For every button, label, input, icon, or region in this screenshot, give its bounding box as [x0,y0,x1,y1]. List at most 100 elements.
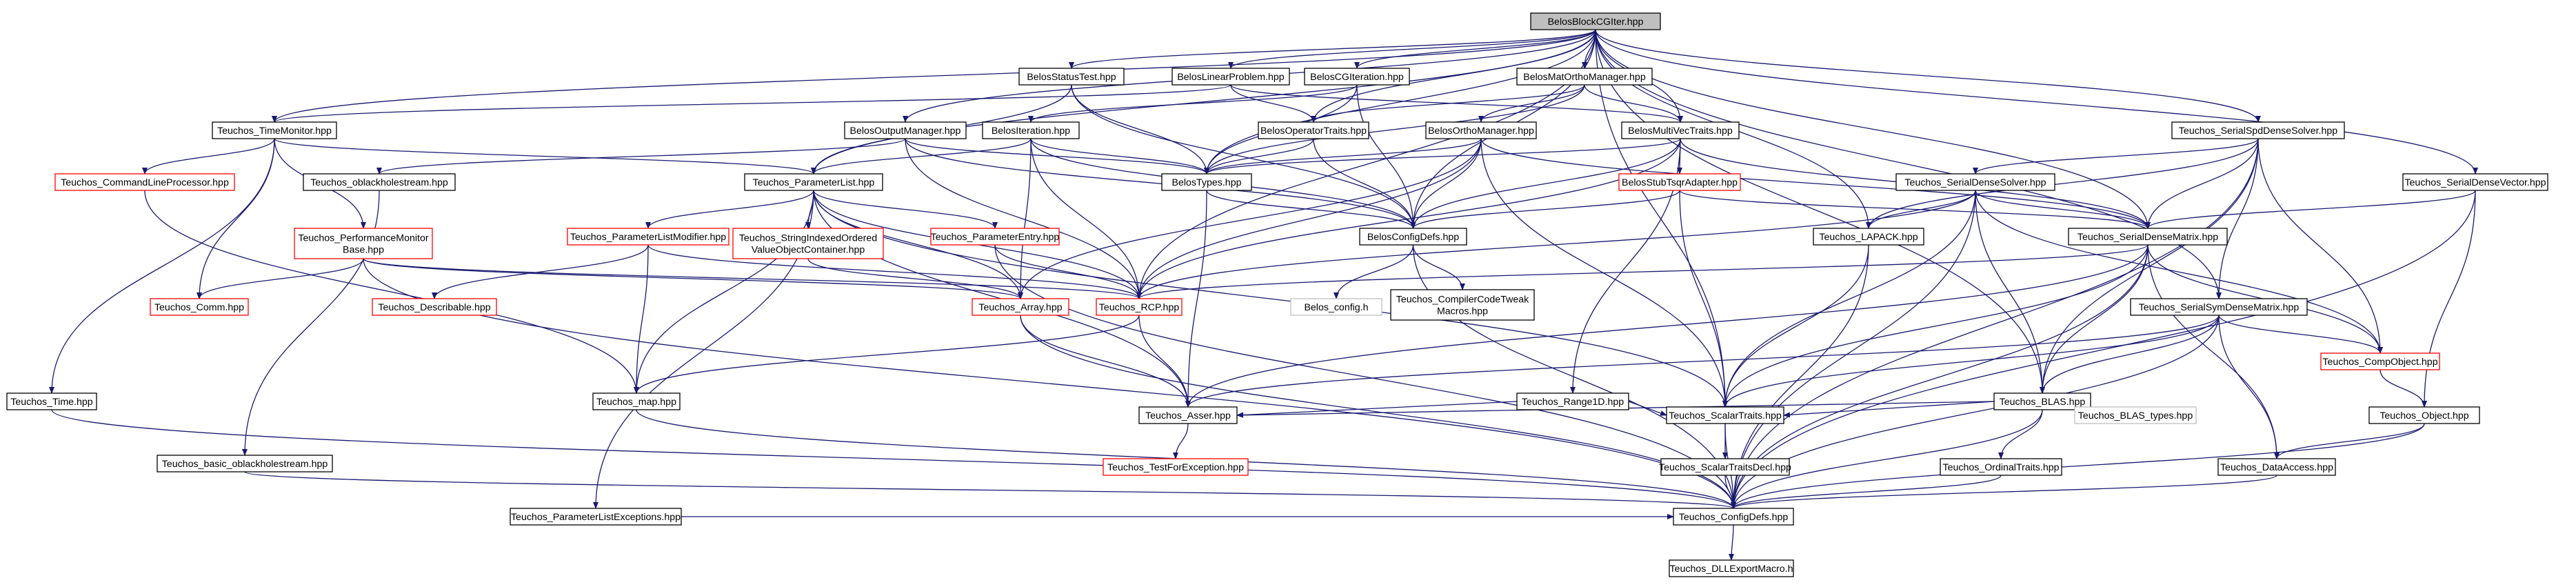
node-paramentry[interactable]: Teuchos_ParameterEntry.hpp [930,228,1060,246]
node-timemonitor[interactable]: Teuchos_TimeMonitor.hpp [212,121,337,139]
node-object[interactable]: Teuchos_Object.hpp [2368,406,2480,424]
node-outputmanager[interactable]: BelosOutputManager.hpp [844,121,967,139]
node-dllexport[interactable]: Teuchos_DLLExportMacro.h [1669,559,1794,577]
node-iteration[interactable]: BelosIteration.hpp [982,121,1080,139]
edge-parameterlist-to-map [634,190,814,394]
node-multivectraits[interactable]: BelosMultiVecTraits.hpp [1621,121,1740,139]
node-dataaccess[interactable]: Teuchos_DataAccess.hpp [2217,458,2336,476]
node-configdefs[interactable]: BelosConfigDefs.hpp [1359,228,1467,246]
node-densesolver[interactable]: Teuchos_SerialDenseSolver.hpp [1895,173,2055,191]
node-label: Teuchos_Time.hpp [10,397,92,408]
node-densematrix[interactable]: Teuchos_SerialDenseMatrix.hpp [2068,228,2228,246]
edge-belostypes-to-configdefs [1206,190,1416,229]
node-asserthpp[interactable]: Teuchos_Asser.hpp [1138,406,1238,424]
node-label: Teuchos_CompilerCodeTweak [1396,295,1529,306]
node-testforexception[interactable]: Teuchos_TestForException.hpp [1103,458,1249,476]
edge-plmodifier-to-rcp [647,244,1142,299]
node-comm[interactable]: Teuchos_Comm.hpp [150,298,249,316]
node-scalartraits[interactable]: Teuchos_ScalarTraits.hpp [1666,406,1784,424]
node-compobject[interactable]: Teuchos_CompObject.hpp [2320,352,2440,370]
edge-root-to-statustest [1069,29,1596,69]
node-box [212,121,337,139]
node-lapack[interactable]: Teuchos_LAPACK.hpp [1813,228,1924,246]
node-linearproblem[interactable]: BelosLinearProblem.hpp [1171,68,1290,86]
node-label: BelosMatOrthoManager.hpp [1523,72,1646,83]
node-label: BelosOperatorTraits.hpp [1260,126,1367,137]
edge-paramentry-to-teuchosconfigdefs [994,244,1736,509]
node-matorthomanager[interactable]: BelosMatOrthoManager.hpp [1516,68,1653,86]
node-symdensematrix[interactable]: Teuchos_SerialSymDenseMatrix.hpp [2130,298,2308,316]
node-stubtsqr[interactable]: BelosStubTsqrAdapter.hpp [1618,173,1741,191]
edge-densesolver-to-teuchosconfigdefs [1731,190,1976,509]
node-oblackholestream[interactable]: Teuchos_oblackholestream.hpp [303,173,456,191]
node-operatortraits[interactable]: BelosOperatorTraits.hpp [1258,121,1369,139]
node-blastypes[interactable]: Teuchos_BLAS_types.hpp [2074,406,2197,424]
node-spddensesolver[interactable]: Teuchos_SerialSpdDenseSolver.hpp [2171,121,2345,139]
node-parameterlist[interactable]: Teuchos_ParameterList.hpp [744,173,883,191]
node-label: Teuchos_Object.hpp [2379,410,2468,421]
edge-perfmonitor-to-comm [197,258,364,299]
node-scalartraitsdecl[interactable]: Teuchos_ScalarTraitsDecl.hpp [1659,458,1791,476]
edge-parameterlist-to-plmodifier [645,190,814,229]
node-basicoblackhole[interactable]: Teuchos_basic_oblackholestream.hpp [157,455,333,472]
node-box [1621,121,1740,139]
edge-outputmanager-to-configdefs [905,138,1416,229]
node-belosconfig[interactable]: Belos_config.h [1290,298,1382,316]
node-box [1895,173,2055,191]
node-describable[interactable]: Teuchos_Describable.hpp [372,298,497,316]
edge-matorthomanager-to-operatortraits [1311,84,1585,123]
edge-perfmonitor-to-rcp [363,258,1142,299]
node-root[interactable]: BelosBlockCGIter.hpp [1530,12,1661,30]
node-range1d[interactable]: Teuchos_Range1D.hpp [1516,392,1629,410]
edge-root-to-blas [1595,29,2045,394]
edge-range1d-to-scalartraits [1628,401,1667,416]
edge-configdefs-to-compilertweak [1412,244,1465,290]
node-belostypes[interactable]: BelosTypes.hpp [1161,173,1252,191]
edge-lapack-to-scalartraits [1722,244,1869,408]
node-label: Belos_config.h [1304,302,1368,313]
node-label: BelosBlockCGIter.hpp [1548,17,1644,28]
edge-matorthomanager-to-belostypes [1204,84,1585,175]
node-teuchosconfigdefs[interactable]: Teuchos_ConfigDefs.hpp [1673,508,1794,526]
edge-statustest-to-configdefs [1071,84,1416,229]
node-map[interactable]: Teuchos_map.hpp [592,392,681,410]
node-densevector[interactable]: Teuchos_SerialDenseVector.hpp [2402,173,2548,191]
node-plmodifier[interactable]: Teuchos_ParameterListModifier.hpp [567,228,729,246]
edge-spddensesolver-to-teuchosconfigdefs [1731,138,2259,509]
node-cgiteration[interactable]: BelosCGIteration.hpp [1304,68,1410,86]
node-stringindexed[interactable]: Teuchos_StringIndexedOrderedValueObjectC… [732,228,884,259]
node-orthomanager[interactable]: BelosOrthoManager.hpp [1425,121,1537,139]
node-label: Teuchos_Asser.hpp [1145,410,1231,421]
node-statustest[interactable]: BelosStatusTest.hpp [1018,68,1125,86]
edge-timemonitor-to-cmdlineproc [142,138,275,175]
edge-asserthpp-to-testforexception [1173,423,1189,459]
edge-stubtsqr-to-scalartraits [1679,190,1728,408]
node-rcp[interactable]: Teuchos_RCP.hpp [1096,298,1183,316]
node-ordinaltraits[interactable]: Teuchos_OrdinalTraits.hpp [1940,458,2062,476]
node-label: Teuchos_ParameterListExceptions.hpp [511,512,681,523]
edge-iteration-to-belostypes [1030,138,1209,175]
node-label: Teuchos_LAPACK.hpp [1819,232,1918,243]
node-box [1018,68,1125,86]
edge-cmdlineproc-to-map [144,190,639,394]
node-box [1516,392,1629,410]
edge-range1d-to-asserthpp [1236,401,1518,418]
node-time[interactable]: Teuchos_Time.hpp [6,392,97,410]
edge-densevector-to-object [2422,190,2476,408]
edge-statustest-to-belostypes [1071,84,1209,175]
node-cmdlineproc[interactable]: Teuchos_CommandLineProcessor.hpp [54,173,235,191]
node-label: Teuchos_BLAS_types.hpp [2078,410,2193,421]
edge-densematrix-to-scalartraits [1722,244,2149,408]
node-array[interactable]: Teuchos_Array.hpp [972,298,1069,316]
edge-root-to-belostypes [1204,29,1596,175]
node-label: Teuchos_Array.hpp [978,302,1062,313]
node-plexceptions[interactable]: Teuchos_ParameterListExceptions.hpp [510,508,682,526]
edge-linearproblem-to-operatortraits [1230,84,1316,123]
node-blas[interactable]: Teuchos_BLAS.hpp [1993,392,2091,410]
edge-teuchosconfigdefs-to-dllexport [1729,524,1735,561]
node-box [972,298,1069,316]
edge-rcp-to-asserthpp [1138,315,1191,408]
